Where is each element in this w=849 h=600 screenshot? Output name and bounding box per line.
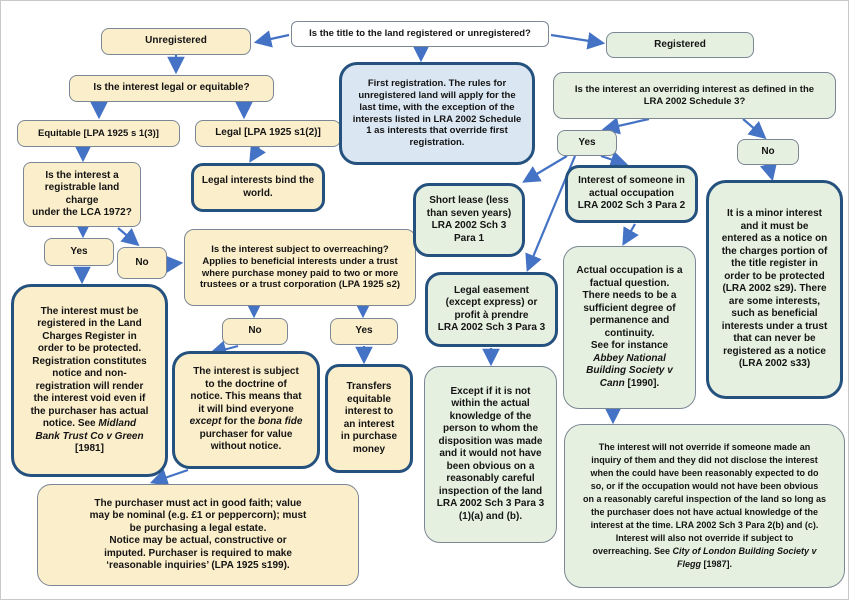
decision-legal-or-equitable: Is the interest legal or equitable? xyxy=(69,75,274,102)
note-except-actual-knowledge: Except if it is not within the actual kn… xyxy=(424,366,557,543)
note-must-register-land-charges: The interest must be registered in the L… xyxy=(11,284,168,477)
node-short-lease: Short lease (less than seven years) LRA … xyxy=(413,183,525,257)
note-legal-interests-bind-world: Legal interests bind the world. xyxy=(191,163,325,212)
node-actual-occupation: Interest of someone in actual occupation… xyxy=(565,165,698,223)
decision-registrable-land-charge: Is the interest a registrable land charg… xyxy=(23,162,141,227)
node-no-overreaching: No xyxy=(222,318,288,345)
node-registered: Registered xyxy=(606,32,754,58)
node-no-overriding: No xyxy=(737,139,799,165)
note-first-registration: First registration. The rules for unregi… xyxy=(339,62,535,165)
node-unregistered: Unregistered xyxy=(101,28,251,55)
note-transfers-to-purchase-money: Transfers equitable interest to an inter… xyxy=(325,364,413,473)
node-legal-easement: Legal easement (except express) or profi… xyxy=(425,272,558,347)
decision-overreaching: Is the interest subject to overreaching?… xyxy=(184,229,416,306)
node-equitable: Equitable [LPA 1925 s 1(3)] xyxy=(17,120,180,147)
note-will-not-override: The interest will not override if someon… xyxy=(564,424,845,588)
note-good-faith-requirements: The purchaser must act in good faith; va… xyxy=(37,484,359,586)
node-no-land-charge: No xyxy=(117,247,167,279)
node-legal: Legal [LPA 1925 s1(2)] xyxy=(195,120,341,147)
note-actual-occupation-factual: Actual occupation is a factual question.… xyxy=(563,246,696,409)
note-doctrine-of-notice: The interest is subject to the doctrine … xyxy=(172,351,320,469)
node-yes-overriding: Yes xyxy=(557,130,617,156)
decision-title-registered-or-unregistered: Is the title to the land registered or u… xyxy=(291,21,549,47)
decision-overriding-interest: Is the interest an overriding interest a… xyxy=(553,72,836,119)
node-yes-land-charge: Yes xyxy=(44,238,114,266)
note-minor-interest-notice: It is a minor interest and it must be en… xyxy=(706,180,843,399)
node-yes-overreaching: Yes xyxy=(330,318,398,345)
